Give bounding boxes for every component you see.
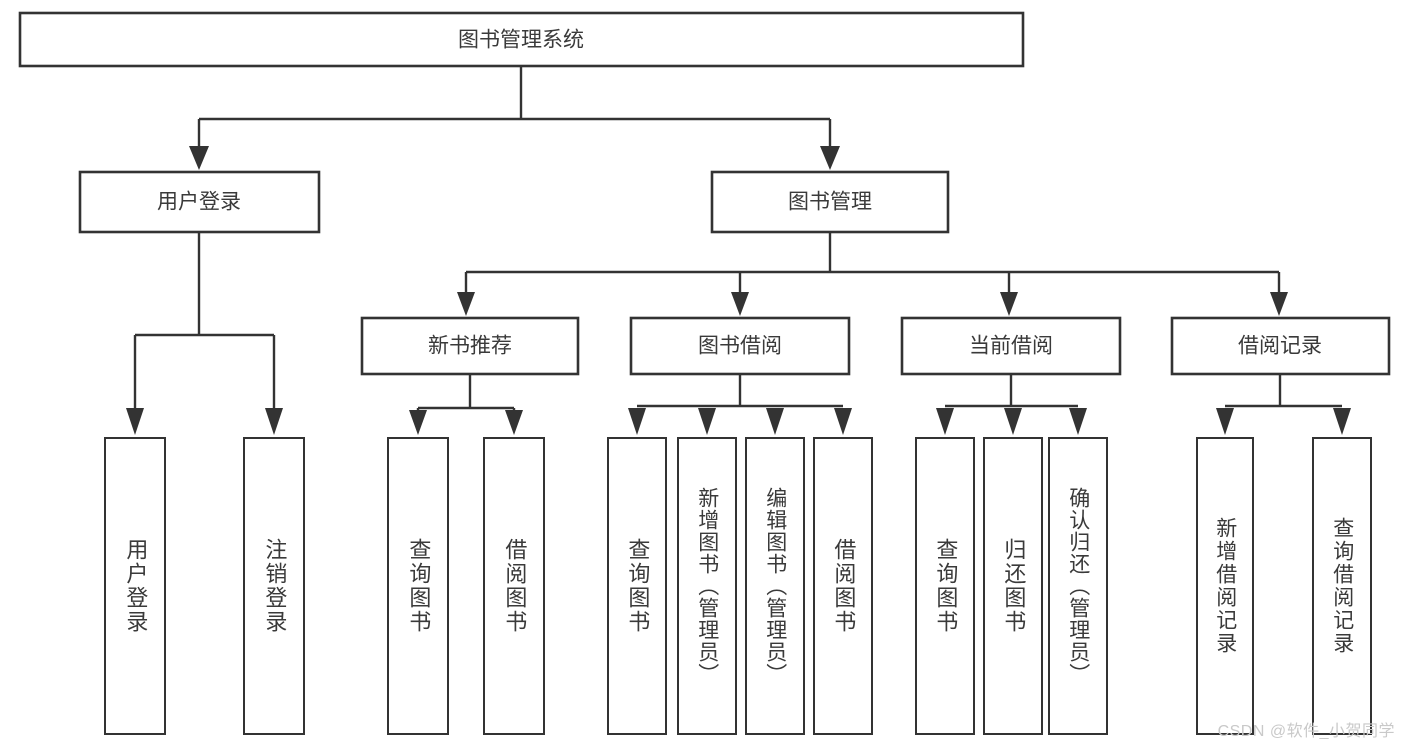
leaf-query-record[interactable]: 查询借阅记录: [1312, 437, 1372, 735]
leaf-borrow-book-1[interactable]: 借阅图书: [483, 437, 545, 735]
book-manage-box[interactable]: [710, 170, 950, 234]
node-book-manage[interactable]: 图书管理: [710, 170, 950, 234]
arrowhead-leaf-query-book-1: [409, 410, 427, 435]
arrowhead-leaf-confirm-return: [1069, 408, 1087, 435]
leaf-user-logout[interactable]: 注销登录: [243, 437, 305, 735]
current-borrow-label: 当前借阅: [969, 335, 1053, 358]
node-borrow-record[interactable]: 借阅记录: [1170, 316, 1391, 376]
user-login-box[interactable]: [78, 170, 321, 234]
node-current-borrow[interactable]: 当前借阅: [900, 316, 1122, 376]
leaf-add-record-label: 新增借阅记录: [1213, 517, 1237, 655]
leaf-borrow-book-2-label: 借阅图书: [831, 538, 857, 634]
arrowhead-leaf-query-record: [1333, 408, 1351, 435]
arrowhead-new-book-rec: [457, 292, 475, 316]
leaf-borrow-book-2[interactable]: 借阅图书: [813, 437, 873, 735]
leaf-user-login-label: 用户登录: [123, 538, 149, 634]
node-root[interactable]: 图书管理系统: [18, 11, 1025, 68]
leaf-query-book-1[interactable]: 查询图书: [387, 437, 449, 735]
root-label: 图书管理系统: [458, 29, 584, 52]
arrowhead-leaf-edit-book: [766, 408, 784, 435]
leaf-add-book-label: 新增图书（管理员）: [695, 487, 719, 685]
arrowhead-leaf-add-record: [1216, 408, 1234, 435]
arrowhead-book-borrow: [731, 292, 749, 316]
arrowhead-leaf-borrow-book-1: [505, 410, 523, 435]
leaf-query-book-2-label: 查询图书: [625, 538, 651, 634]
borrow-record-box[interactable]: [1170, 316, 1391, 376]
arrowhead-leaf-add-book: [698, 408, 716, 435]
leaf-add-record[interactable]: 新增借阅记录: [1196, 437, 1254, 735]
node-user-login[interactable]: 用户登录: [78, 170, 321, 234]
leaf-confirm-return[interactable]: 确认归还（管理员）: [1048, 437, 1108, 735]
leaf-borrow-book-1-label: 借阅图书: [502, 538, 528, 634]
leaf-query-book-1-label: 查询图书: [406, 538, 432, 634]
user-login-label: 用户登录: [157, 191, 241, 214]
leaf-query-record-label: 查询借阅记录: [1330, 517, 1354, 655]
book-borrow-label: 图书借阅: [698, 335, 782, 358]
arrowhead-leaf-return-book: [1004, 408, 1022, 435]
new-book-rec-label: 新书推荐: [428, 335, 512, 358]
leaf-confirm-return-label: 确认归还（管理员）: [1066, 487, 1090, 685]
leaf-query-book-2[interactable]: 查询图书: [607, 437, 667, 735]
node-book-borrow[interactable]: 图书借阅: [629, 316, 851, 376]
leaf-user-login[interactable]: 用户登录: [104, 437, 166, 735]
leaf-return-book[interactable]: 归还图书: [983, 437, 1043, 735]
arrowhead-user-login: [189, 146, 209, 170]
leaf-user-logout-label: 注销登录: [262, 538, 288, 634]
leaf-add-book[interactable]: 新增图书（管理员）: [677, 437, 737, 735]
csdn-watermark: CSDN @软件_小贺同学: [1217, 723, 1395, 740]
leaf-query-book-3-label: 查询图书: [933, 538, 959, 634]
arrowhead-leaf-query-book-2: [628, 408, 646, 435]
arrowhead-leaf-user-logout: [265, 408, 283, 435]
arrowhead-leaf-borrow-book-2: [834, 408, 852, 435]
arrowhead-book-manage: [820, 146, 840, 170]
book-manage-label: 图书管理: [788, 191, 872, 214]
root-box[interactable]: [18, 11, 1025, 68]
leaf-return-book-label: 归还图书: [1001, 538, 1027, 634]
book-borrow-box[interactable]: [629, 316, 851, 376]
arrowhead-leaf-user-login: [126, 408, 144, 435]
arrowhead-current-borrow: [1000, 292, 1018, 316]
node-new-book-rec[interactable]: 新书推荐: [360, 316, 580, 376]
arrowhead-borrow-record: [1270, 292, 1288, 316]
arrowhead-leaf-query-book-3: [936, 408, 954, 435]
leaf-edit-book-label: 编辑图书（管理员）: [763, 487, 787, 685]
leaf-edit-book[interactable]: 编辑图书（管理员）: [745, 437, 805, 735]
leaf-query-book-3[interactable]: 查询图书: [915, 437, 975, 735]
borrow-record-label: 借阅记录: [1238, 335, 1322, 358]
new-book-rec-box[interactable]: [360, 316, 580, 376]
